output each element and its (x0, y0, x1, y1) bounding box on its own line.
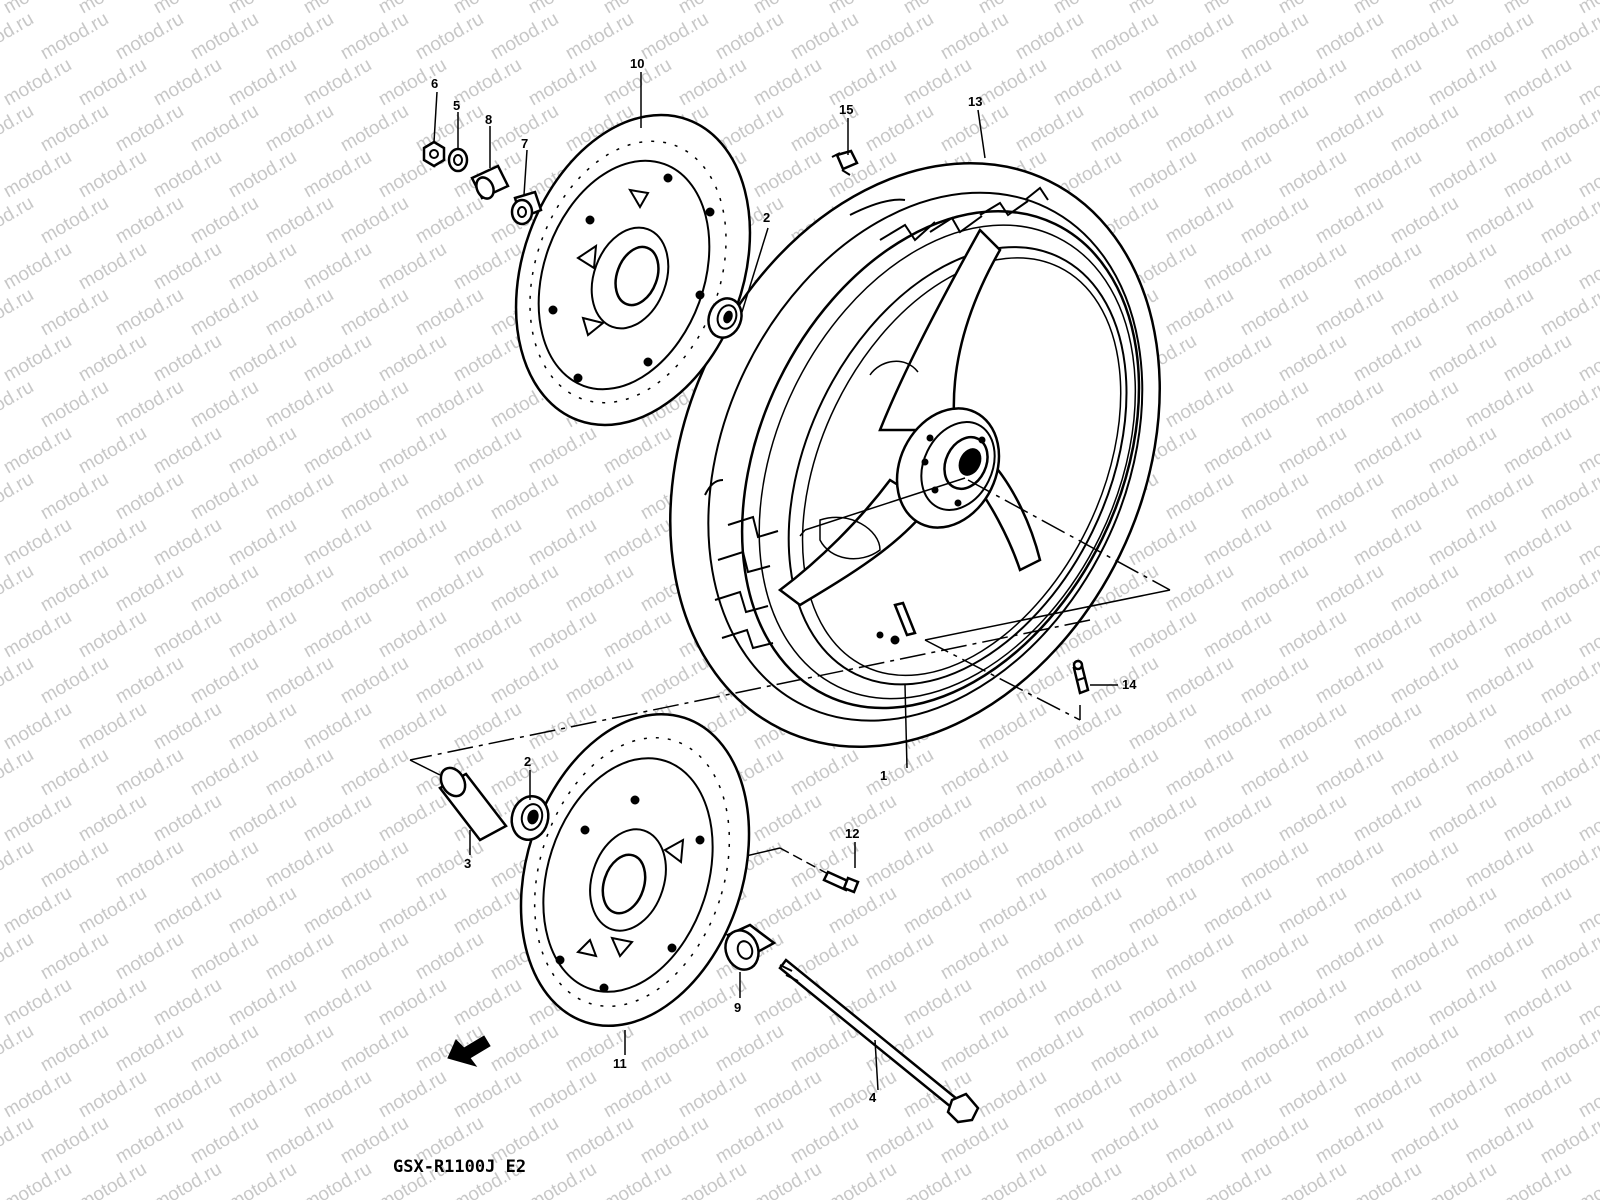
wheel-spokes (777, 227, 1042, 607)
tire-tread (704, 186, 1049, 650)
rim-edge (758, 224, 1137, 700)
callout-label: 14 (1122, 677, 1137, 692)
callout-label: 5 (453, 98, 460, 113)
callout-label: 7 (521, 136, 528, 151)
bolt-part-12[interactable] (822, 870, 860, 894)
bearing-part-2-upper[interactable] (703, 294, 747, 343)
callout-label: 3 (464, 856, 471, 871)
callout-leader-lines (433, 72, 1118, 1091)
rim-inner (787, 246, 1128, 686)
callout-label: 9 (734, 1000, 741, 1015)
valve-part-14[interactable] (1072, 659, 1090, 695)
callout-labels: 1 2 2 3 4 5 6 7 8 9 10 11 12 13 14 15 (431, 56, 1137, 1105)
spacer-part-8[interactable] (470, 164, 510, 201)
bearing-part-2-lower[interactable] (507, 792, 553, 844)
assembly-axis-lines (409, 477, 1171, 876)
callout-label: 13 (968, 94, 982, 109)
spacer-part-3[interactable] (436, 764, 508, 842)
callout-label: 6 (431, 76, 438, 91)
rim-valve (876, 601, 917, 645)
axle-part-4[interactable] (778, 958, 980, 1124)
bushing-part-7[interactable] (510, 190, 543, 226)
callout-label: 8 (485, 112, 492, 127)
tire-sidewall-line (707, 191, 1144, 722)
callout-label: 4 (869, 1090, 877, 1105)
washer-part-5[interactable] (447, 147, 469, 173)
front-direction-arrow-icon (447, 1035, 491, 1067)
wheel-hub (895, 407, 1001, 529)
callout-label: 11 (613, 1056, 627, 1071)
callout-label: 10 (630, 56, 644, 71)
model-code-label: GSX-R1100J E2 (393, 1157, 526, 1177)
callout-label: 12 (845, 826, 859, 841)
lower-brake-disc[interactable] (483, 684, 787, 1055)
nut-part-6[interactable] (422, 140, 446, 168)
clip-part-15[interactable] (831, 149, 859, 176)
callout-label: 2 (763, 210, 770, 225)
upper-brake-disc[interactable] (475, 82, 791, 458)
callout-label: 15 (839, 102, 853, 117)
callout-label: 2 (524, 754, 531, 769)
front-wheel-assembly[interactable] (576, 81, 1253, 829)
callout-label: 1 (880, 768, 887, 783)
collar-part-9[interactable] (720, 923, 777, 974)
